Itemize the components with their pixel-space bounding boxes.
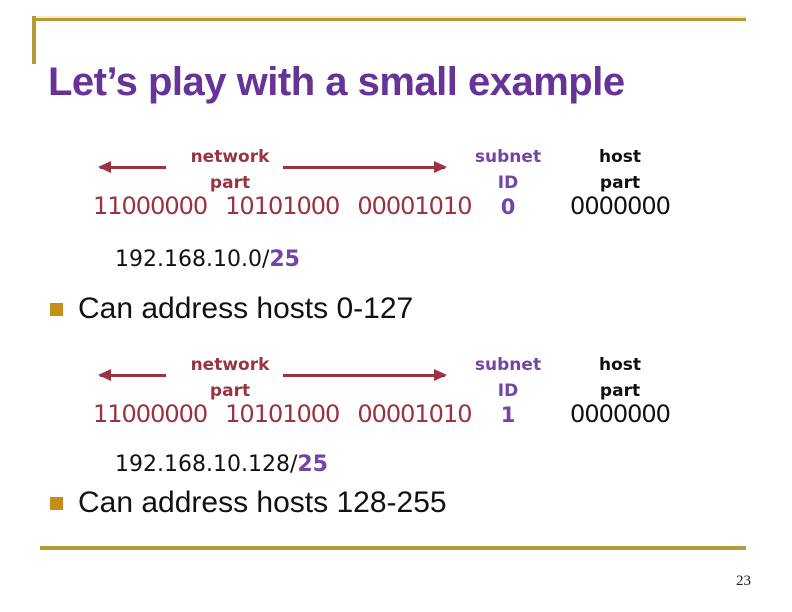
cidr-address-base: 192.168.10.128/ [115,452,298,477]
bullet-text-2: Can address hosts 128-255 [78,486,447,519]
host-bits-value: 0000000 [570,192,671,220]
subnet-label-line2: ID [497,381,519,401]
subnet-label-line1: subnet [474,147,542,167]
network-label-line2: part [209,381,251,401]
left-border-rule [32,16,36,64]
cidr-prefix-length: 25 [269,247,300,272]
network-label-line1: network [190,147,270,167]
top-border-rule [32,16,746,21]
right-arrow-icon [283,369,447,381]
subnet-label-line2: ID [497,173,519,193]
octet-2: 10101000 [225,400,340,428]
octet-1: 11000000 [93,192,208,220]
bottom-border-rule [40,546,746,550]
network-label-line1: network [190,355,270,375]
octet-3: 00001010 [357,192,472,220]
cidr-prefix-length: 25 [297,452,328,477]
host-label-line1: host [598,355,642,375]
bullet-text-1: Can address hosts 0-127 [78,292,414,325]
page-title: Let’s play with a small example [48,59,625,104]
address-diagram-subnet-0: network part subnet ID host part 1100000… [0,140,792,235]
bullet-square-icon [50,303,63,316]
network-part-label: network part [175,144,285,196]
network-bits: 11000000 10101000 00001010 [93,192,472,220]
subnet-id-value: 0 [500,195,516,219]
bullet-item-2: Can address hosts 128-255 [50,486,447,520]
subnet-id-value: 1 [500,403,516,427]
subnet-id-label: subnet ID [458,144,558,196]
network-bits: 11000000 10101000 00001010 [93,400,472,428]
cidr-address-2: 192.168.10.128/25 [115,452,328,477]
host-bits-value: 0000000 [570,400,671,428]
octet-1: 11000000 [93,400,208,428]
cidr-address-base: 192.168.10.0/ [115,247,270,272]
left-arrow-icon [98,161,166,173]
host-label-line1: host [598,147,642,167]
bullet-item-1: Can address hosts 0-127 [50,292,413,326]
address-diagram-subnet-1: network part subnet ID host part 1100000… [0,348,792,443]
octet-3: 00001010 [357,400,472,428]
right-arrow-icon [283,161,447,173]
cidr-address-1: 192.168.10.0/25 [115,247,300,272]
subnet-label-line1: subnet [474,355,542,375]
host-label-line2: part [599,381,641,401]
network-label-line2: part [209,173,251,193]
left-arrow-icon [98,369,166,381]
page-number: 23 [736,573,751,589]
bullet-square-icon [50,497,63,510]
network-part-label: network part [175,352,285,404]
octet-2: 10101000 [225,192,340,220]
host-part-label: host part [570,352,670,404]
host-label-line2: part [599,173,641,193]
host-part-label: host part [570,144,670,196]
subnet-id-label: subnet ID [458,352,558,404]
